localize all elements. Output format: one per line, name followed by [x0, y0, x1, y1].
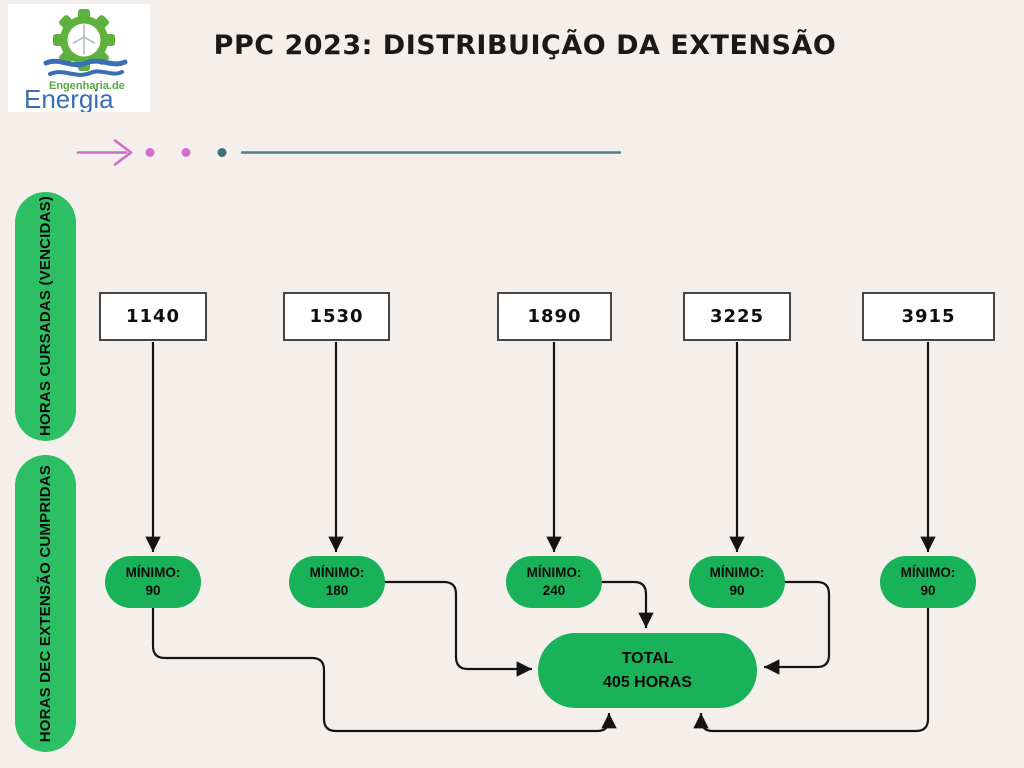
minimo-label: MÍNIMO:	[526, 564, 582, 580]
logo: Engenharia.de Energia	[8, 4, 150, 114]
minimo-label: MÍNIMO:	[125, 564, 181, 580]
minimo-value: 180	[325, 583, 349, 598]
decorative-divider	[76, 139, 622, 166]
side-label-text: HORAS DEC EXTENSÃO CUMPRIDAS	[37, 464, 54, 743]
side-label-horas-extensao: HORAS DEC EXTENSÃO CUMPRIDAS	[15, 455, 76, 752]
hours-value: 3225	[709, 306, 765, 327]
total-value: 405 HORAS	[603, 673, 692, 691]
hours-box: 1890	[497, 292, 612, 341]
waves-icon	[43, 58, 128, 77]
hours-box: 1530	[283, 292, 390, 341]
hours-value: 1890	[527, 306, 582, 327]
total-label: TOTAL	[621, 649, 674, 667]
hours-box: 1140	[99, 292, 207, 341]
logo-text-small: Engenharia.de	[49, 80, 125, 92]
minimo-value: 240	[542, 583, 566, 598]
pink-dot	[145, 148, 155, 157]
minimo-node: MÍNIMO: 90	[880, 556, 976, 608]
minimo-value: 90	[729, 583, 745, 598]
minimo-label: MÍNIMO:	[709, 564, 765, 580]
minimo-value: 90	[145, 583, 161, 598]
hours-value: 1140	[125, 306, 181, 327]
arrow-minimo3-to-total	[602, 580, 654, 628]
teal-dot	[217, 148, 227, 157]
minimo-node: MÍNIMO: 180	[289, 556, 385, 608]
side-label-text: HORAS CURSADAS (VENCIDAS)	[37, 196, 54, 437]
arrow-right-icon	[76, 139, 133, 166]
minimo-value: 90	[920, 583, 936, 598]
hours-box: 3225	[683, 292, 791, 341]
minimo-node: MÍNIMO: 90	[105, 556, 201, 608]
energia-logo-icon: Engenharia.de Energia	[24, 9, 128, 114]
hours-value: 3915	[901, 306, 956, 327]
minimo-node: MÍNIMO: 90	[689, 556, 785, 608]
wind-turbine-icon	[72, 24, 96, 55]
minimo-label: MÍNIMO:	[309, 564, 365, 580]
hours-box: 3915	[862, 292, 995, 341]
logo-text-large: Energia	[24, 84, 114, 112]
side-label-horas-cursadas: HORAS CURSADAS (VENCIDAS)	[15, 192, 76, 441]
total-node: TOTAL 405 HORAS	[538, 633, 757, 708]
minimo-node: MÍNIMO: 240	[506, 556, 602, 608]
page-title: PPC 2023: DISTRIBUIÇÃO DA EXTENSÃO	[213, 30, 837, 61]
hours-value: 1530	[309, 306, 364, 327]
minimo-label: MÍNIMO:	[900, 564, 956, 580]
pink-dot	[181, 148, 191, 157]
